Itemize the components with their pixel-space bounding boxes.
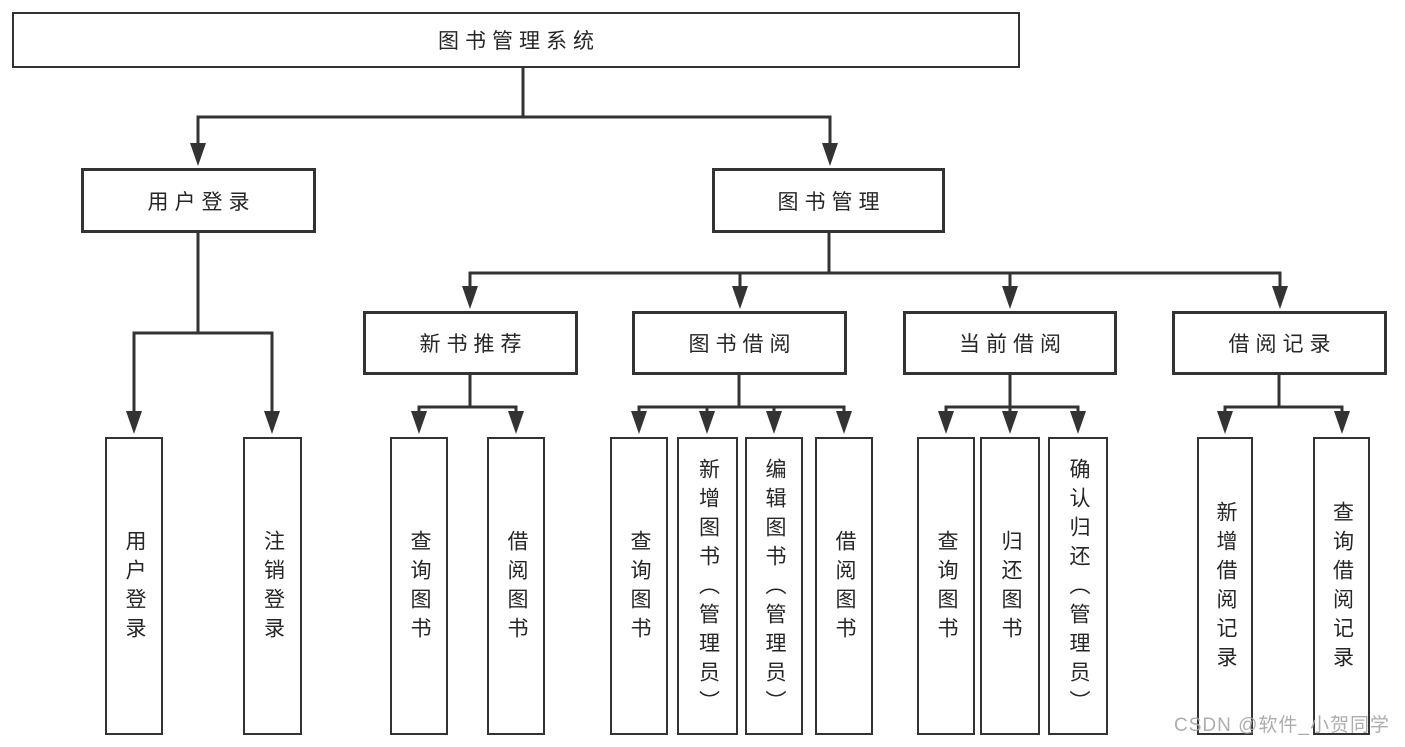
- connector-user-login-to-leaves: [126, 231, 280, 434]
- connector-book-mgmt-to-level2: [462, 231, 1288, 309]
- node-borrowing-records: 借阅记录: [1172, 311, 1387, 375]
- leaf-logout: 注销登录: [243, 437, 302, 735]
- node-new-book-recommendation: 新书推荐: [363, 311, 578, 375]
- connector-new-book-rec-to-leaves: [411, 373, 524, 434]
- node-user-login: 用户登录: [81, 168, 316, 233]
- node-book-management: 图书管理: [712, 168, 945, 233]
- leaf-confirm-return-admin: 确认归还（管理员）: [1048, 437, 1108, 735]
- leaf-query-borrow-record: 查询借阅记录: [1313, 437, 1370, 735]
- leaf-return-books: 归还图书: [980, 437, 1040, 735]
- connector-root-to-level1: [190, 65, 838, 166]
- node-book-borrowing: 图书借阅: [632, 311, 847, 375]
- connector-borrow-record-to-leaves: [1217, 373, 1350, 434]
- leaf-edit-books-admin: 编辑图书（管理员）: [745, 437, 803, 735]
- leaf-add-borrow-record: 新增借阅记录: [1197, 437, 1253, 735]
- leaf-borrow-books-under-recommendation: 借阅图书: [487, 437, 545, 735]
- leaf-borrow-books-under-borrowing: 借阅图书: [815, 437, 873, 735]
- leaf-add-books-admin: 新增图书（管理员）: [677, 437, 738, 735]
- leaf-query-books-under-borrowing: 查询图书: [610, 437, 668, 735]
- node-current-borrowing: 当前借阅: [903, 311, 1117, 375]
- connector-current-borrow-to-leaves: [938, 373, 1086, 434]
- leaf-user-login: 用户登录: [105, 437, 163, 735]
- connector-book-borrow-to-leaves: [631, 373, 852, 434]
- csdn-watermark: CSDN @软件_小贺同学: [1174, 715, 1390, 736]
- leaf-query-books-under-current: 查询图书: [917, 437, 975, 735]
- leaf-query-books-under-recommendation: 查询图书: [390, 437, 448, 735]
- node-library-management-system: 图书管理系统: [12, 12, 1020, 68]
